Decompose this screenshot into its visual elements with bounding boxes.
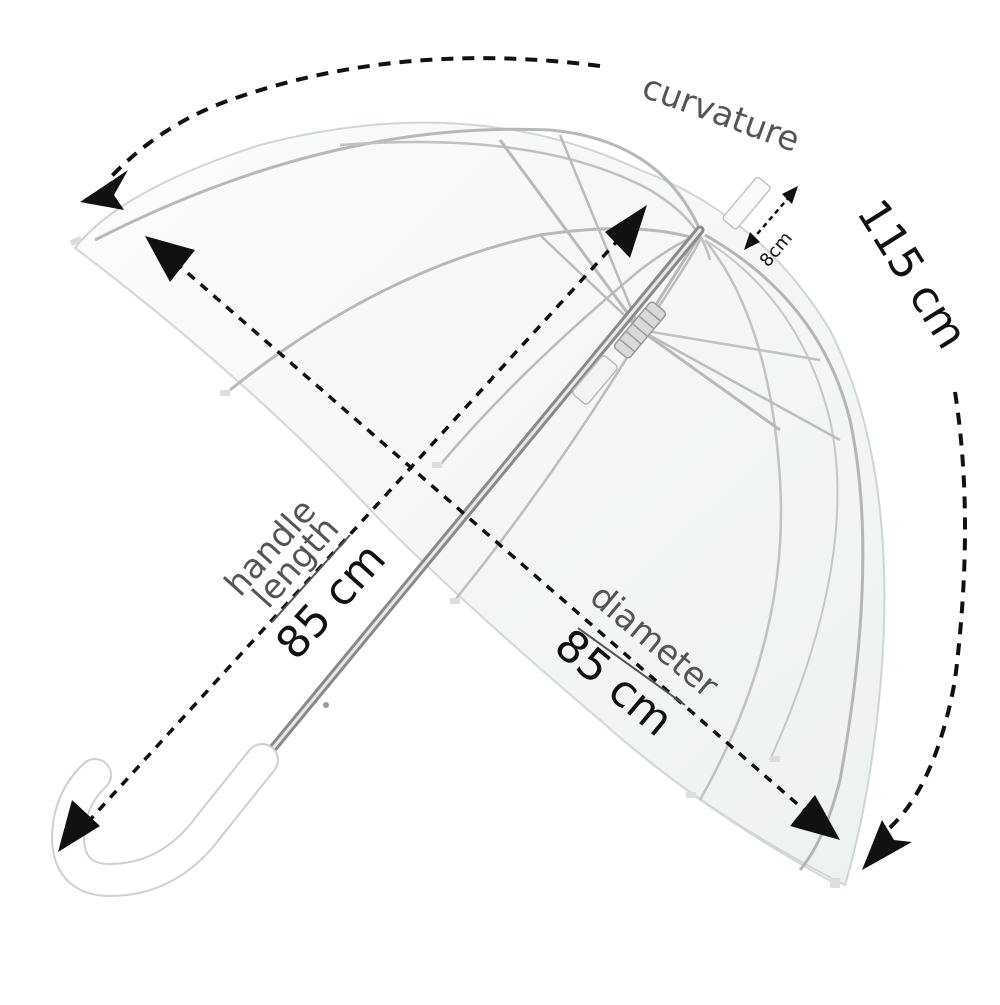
umbrella-shaft bbox=[250, 176, 771, 775]
umbrella-handle bbox=[50, 743, 279, 898]
handle-label-underline bbox=[271, 534, 351, 623]
diameter-arrow bbox=[145, 236, 840, 840]
curvature-value: 115 cm bbox=[847, 191, 978, 358]
tip-length-arrow bbox=[744, 186, 798, 250]
curvature-arrow bbox=[80, 56, 967, 870]
diameter-label-underline bbox=[577, 627, 686, 706]
handle-length-arrow bbox=[58, 205, 647, 852]
curvature-label: curvature bbox=[637, 67, 805, 161]
